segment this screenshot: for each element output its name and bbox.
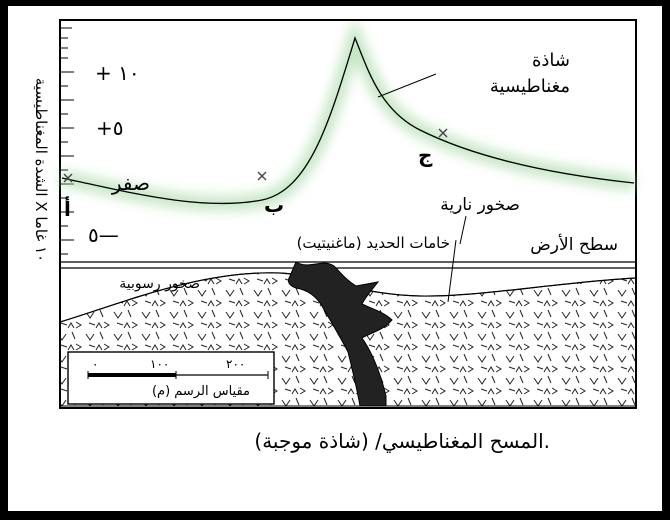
y-axis-title: الشدة المغناطيسية X ١٠ غاما (32, 78, 50, 263)
anomaly-label-line1: شاذة (532, 50, 570, 71)
ground-surface-label: سطح الأرض (530, 234, 618, 255)
anomaly-label-line2: مغناطيسية (490, 76, 570, 97)
label-point-a: أ (64, 195, 71, 221)
y-tick-minus5: ٥— (88, 223, 119, 247)
label-point-b: ب (264, 193, 284, 217)
scale-tick-100: ١٠٠ (150, 357, 169, 371)
measurement-markers (63, 128, 448, 183)
ground-leader (447, 239, 457, 303)
iron-ore-label: خامات الحديد (ماغنيتيت) (297, 234, 450, 252)
anomaly-curve (61, 36, 635, 205)
scale-tick-0: ٠ (92, 357, 98, 371)
anomaly-leader (377, 73, 437, 98)
sedimentary-rock-label: صخور رسوبية (119, 276, 200, 292)
figure-panel: ٠ ١٠٠ ٢٠٠ مقياس الرسم (م) + ١٠ +٥ صفر ٥—… (8, 6, 662, 511)
y-tick-zero: صفر (111, 171, 150, 195)
igneous-leader (459, 215, 467, 245)
figure-caption: المسح المغناطيسي/ (شاذة موجبة). (254, 429, 550, 454)
scale-tick-200: ٢٠٠ (226, 357, 245, 371)
label-point-j: ج (418, 143, 433, 167)
igneous-rock-label: صخور نارية (440, 195, 520, 215)
scale-box (67, 351, 275, 405)
iron-ore-body (287, 261, 393, 407)
y-axis-ticks (60, 27, 74, 255)
scale-bar-fill (88, 373, 176, 377)
y-tick-plus10: + ١٠ (95, 61, 140, 85)
y-tick-plus5: +٥ (96, 116, 124, 140)
magnetic-survey-diagram: ٠ ١٠٠ ٢٠٠ مقياس الرسم (م) + ١٠ +٥ صفر ٥—… (32, 17, 637, 454)
scale-caption: مقياس الرسم (م) (152, 384, 250, 399)
